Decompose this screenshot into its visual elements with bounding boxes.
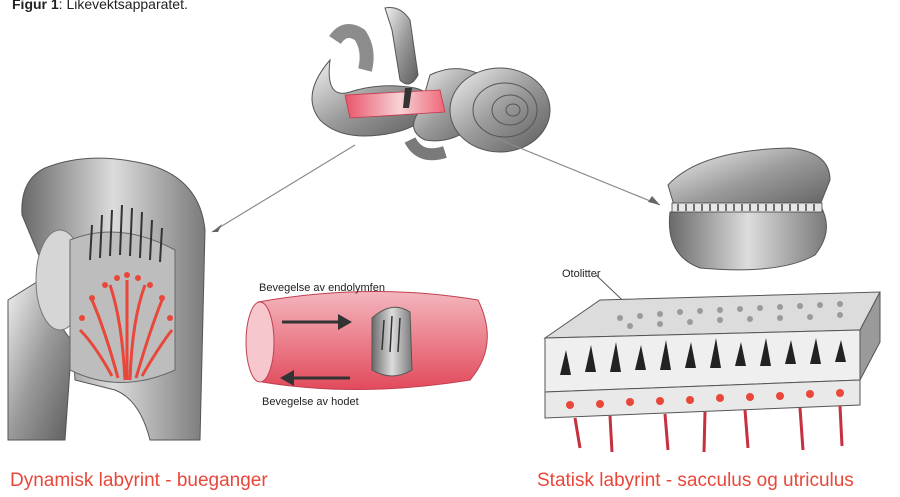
- connector-line-right: [488, 135, 660, 205]
- static-labyrinth-title: Statisk labyrint - sacculus og utriculus: [537, 470, 854, 492]
- macula-otolith-slab: [545, 275, 880, 452]
- utricle-overview: [668, 148, 830, 270]
- connector-line-left: [212, 145, 355, 232]
- ampulla-cupula: [8, 158, 205, 440]
- dynamic-labyrinth-title: Dynamisk labyrint - bueganger: [10, 470, 268, 492]
- head-motion-label: Bevegelse av hodet: [262, 396, 359, 408]
- otolith-label: Otolitter: [562, 268, 601, 280]
- inner-ear-labyrinth: [312, 8, 550, 155]
- endolymph-motion-label: Bevegelse av endolymfen: [259, 282, 385, 294]
- semicircular-canal-tube: [246, 291, 487, 389]
